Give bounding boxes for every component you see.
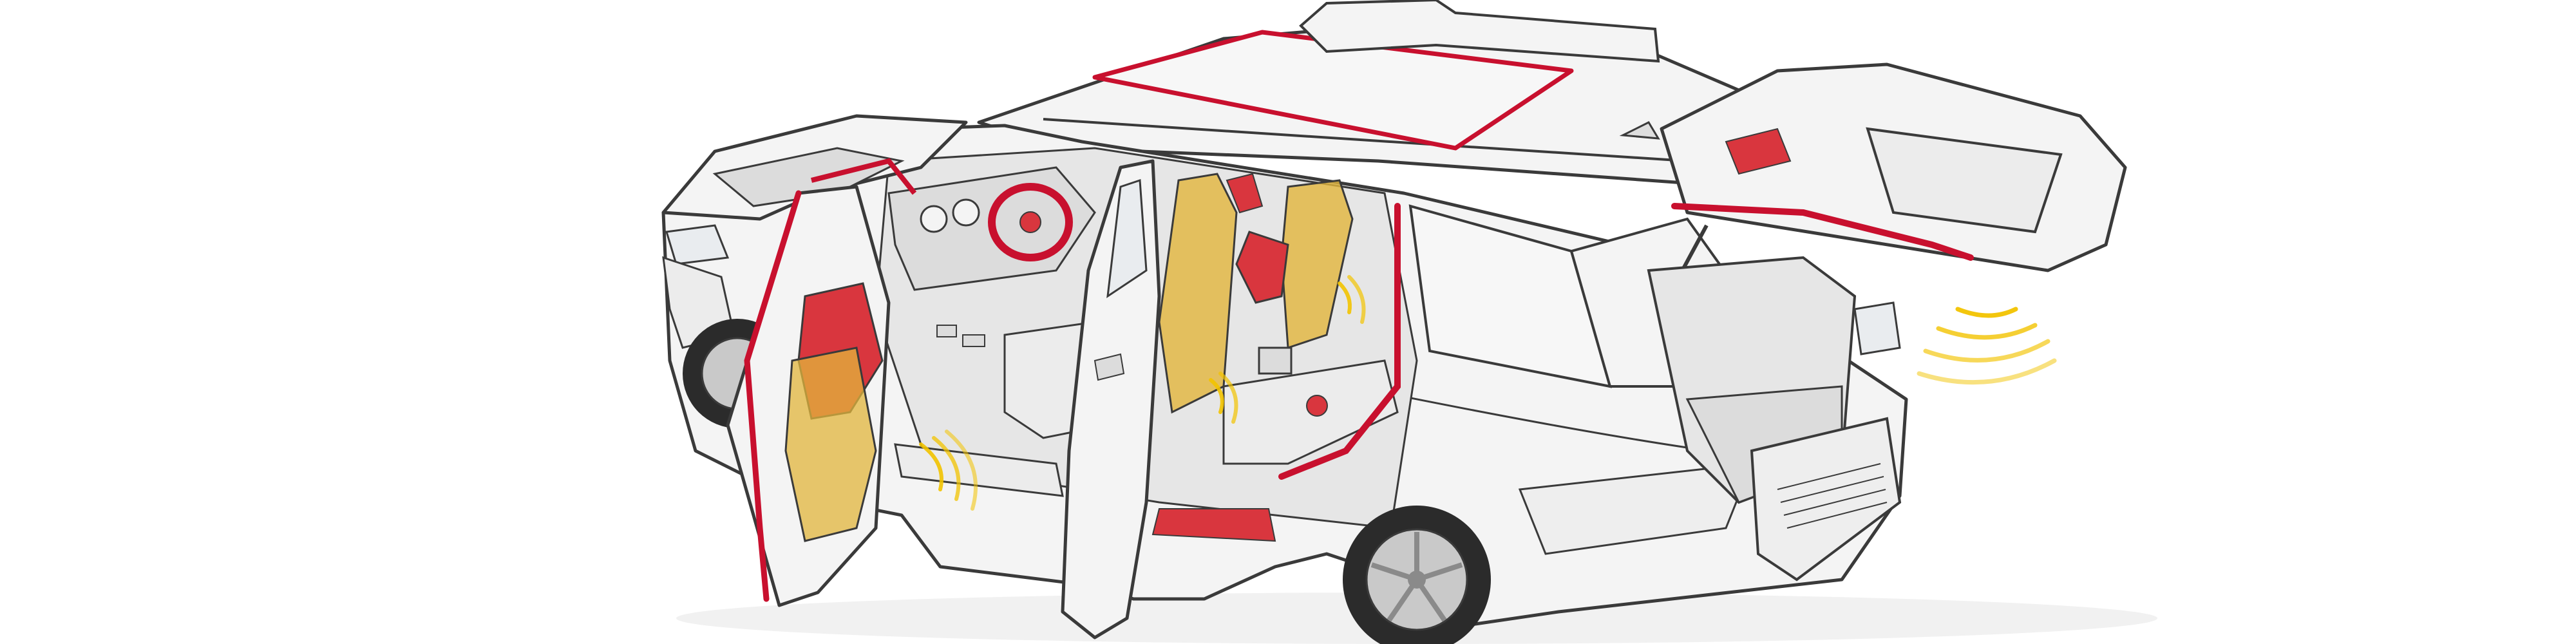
- windshield-red-edge: [811, 158, 917, 195]
- seat-red-dot: [1306, 395, 1328, 417]
- sunroof-outline: [1092, 30, 1574, 151]
- upper-open-door-frame: [1299, 0, 1660, 63]
- engine-bay: [712, 147, 905, 207]
- seat-red-accent-2: [1226, 173, 1264, 214]
- sensor-wave-icon: [1917, 307, 2057, 385]
- sensor-wave-icon: [1338, 275, 1366, 324]
- pedal-1: [936, 325, 957, 337]
- rear-sill-red-trim: [1151, 508, 1276, 542]
- gauge-2: [952, 198, 980, 227]
- rear-door-handle: [1094, 353, 1125, 381]
- steering-hub: [1019, 211, 1041, 233]
- steering-wheel: [988, 183, 1073, 261]
- pedal-2: [962, 334, 985, 347]
- sensor-wave-icon: [919, 430, 978, 511]
- rear-door-open: [1061, 159, 1161, 639]
- tailgate-red-corner: [1725, 128, 1792, 175]
- roof-rail: [1043, 118, 1688, 162]
- tailgate-red-seal: [1671, 203, 1974, 261]
- front-door-yellow-zone: [784, 346, 877, 542]
- tailgate-window: [1866, 127, 2063, 234]
- sensor-wave-icon: [1209, 372, 1238, 424]
- gauge-1: [920, 205, 948, 233]
- taillight: [1853, 301, 1901, 355]
- roof-antenna: [1619, 121, 1660, 140]
- rear-bumper-grille: [1777, 463, 1888, 529]
- rear-console: [1258, 346, 1293, 375]
- headlight: [665, 224, 730, 265]
- rear-hub: [1408, 571, 1426, 589]
- door-threshold: [894, 443, 1064, 497]
- b-pillar-red-trim: [1278, 203, 1401, 480]
- rear-bumper: [1750, 417, 1902, 582]
- rear-lower-panel: [1518, 462, 1754, 555]
- rear-door-window-frame: [1106, 178, 1148, 299]
- front-door-red-edge: [744, 190, 802, 602]
- seat-red-accent: [1235, 231, 1289, 304]
